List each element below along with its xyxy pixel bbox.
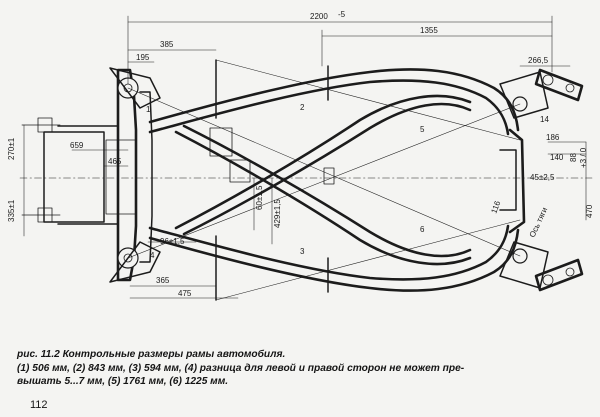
dim-88: 88 <box>569 153 578 162</box>
dim-465: 465 <box>108 157 122 166</box>
dim-475: 475 <box>178 289 192 298</box>
marker-3: 3 <box>300 247 305 256</box>
dim-470: 470 <box>585 204 594 218</box>
marker-4: 4 <box>150 251 155 260</box>
label-os-tyga: Ось тяги <box>528 206 550 239</box>
dim-14: 14 <box>540 115 549 124</box>
dim-659: 659 <box>70 141 84 150</box>
dim-88-tol: +3 / 0 <box>579 147 588 168</box>
uprights <box>209 59 335 301</box>
dim-335: 335±1 <box>7 199 16 222</box>
caption-line-3: вышать 5...7 мм, (5) 1761 мм, (6) 1225 м… <box>17 376 229 388</box>
dim-overall-length: 2200 <box>310 12 328 21</box>
figure-caption: рис. 11.2 Контрольные размеры рамы автом… <box>17 348 582 389</box>
dim-116: 116 <box>489 199 502 215</box>
dim-195: 195 <box>136 53 150 62</box>
dim-365: 365 <box>156 276 170 285</box>
marker-2: 2 <box>300 103 305 112</box>
frame-drawing: 2200 -5 1355 385 195 266,5 659 465 270±1… <box>7 10 594 301</box>
dim-270: 270±1 <box>7 137 16 160</box>
page-number: 112 <box>30 399 48 411</box>
dimension-lines <box>23 15 587 299</box>
dim-96: 96±1,5 <box>160 237 185 246</box>
dim-60: 60±1,5 <box>255 185 264 210</box>
dim-45: 45±2,5 <box>530 173 555 182</box>
control-diagonals <box>127 59 521 301</box>
marker-5: 5 <box>420 125 425 134</box>
front-mount <box>21 117 119 225</box>
side-rails <box>148 68 520 292</box>
dim-429: 429±1,5 <box>273 199 282 228</box>
caption-line-1: рис. 11.2 Контрольные размеры рамы автом… <box>17 349 286 360</box>
numbered-markers: 1 2 3 4 5 6 <box>146 103 425 260</box>
marker-1: 1 <box>146 105 151 114</box>
dim-186: 186 <box>546 133 560 142</box>
dim-1355: 1355 <box>420 26 438 35</box>
x-braces <box>174 94 472 266</box>
dim-266: 266,5 <box>528 56 549 65</box>
caption-line-2: (1) 506 мм, (2) 843 мм, (3) 594 мм, (4) … <box>17 362 465 374</box>
marker-6: 6 <box>420 225 425 234</box>
front-crossmember <box>105 67 161 283</box>
dim-385: 385 <box>160 40 174 49</box>
dim-140: 140 <box>550 153 564 162</box>
dim-overall-tol: -5 <box>338 10 346 19</box>
